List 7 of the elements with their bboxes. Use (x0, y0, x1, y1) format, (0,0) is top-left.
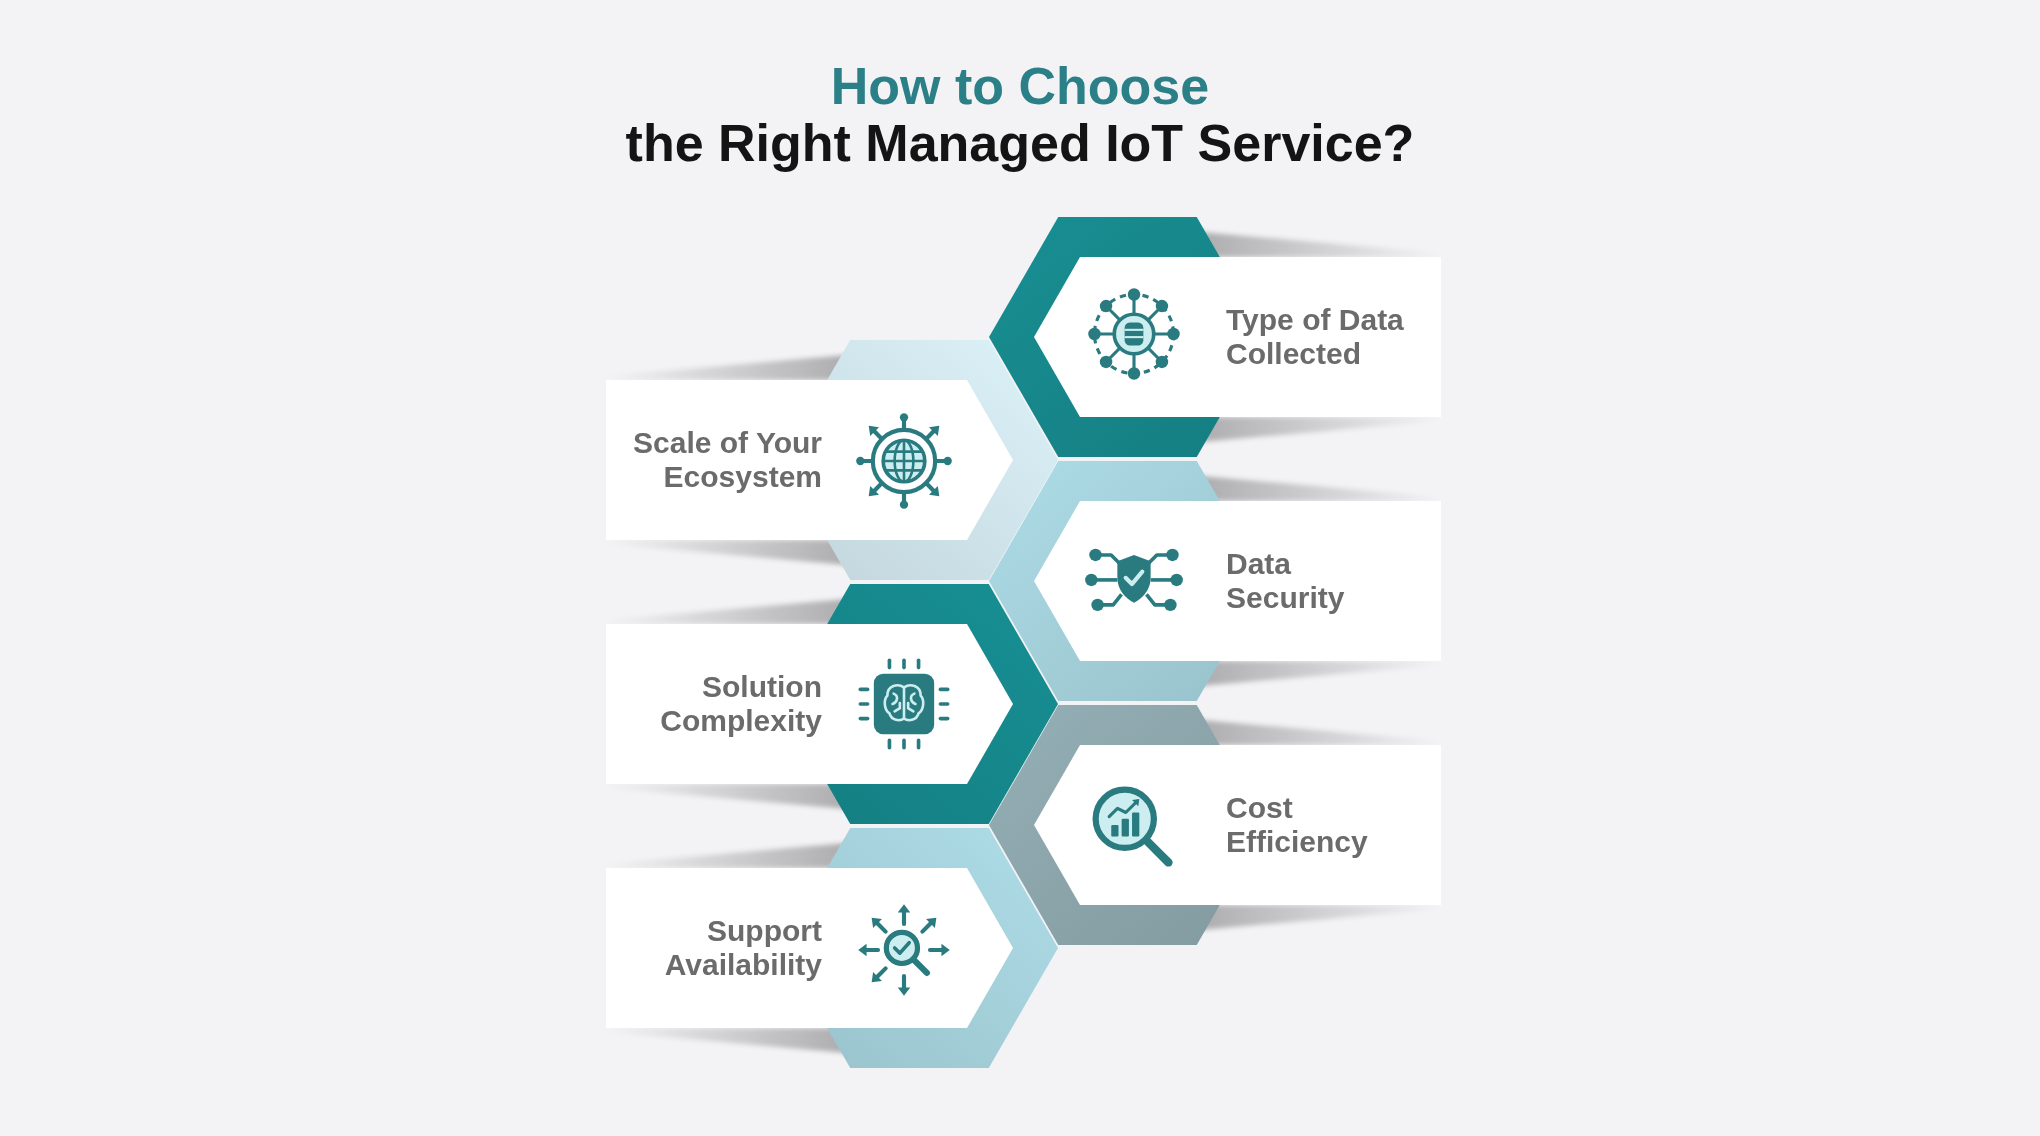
card-label: Scale of Your Ecosystem (632, 426, 822, 494)
card-label: Data Security (1226, 547, 1346, 615)
card-label: Support Availability (663, 914, 822, 982)
card-label: Solution Complexity (659, 670, 822, 738)
card-label: Type of Data Collected (1226, 303, 1405, 371)
card-label: Cost Efficiency (1226, 791, 1369, 859)
title: How to Choose the Right Managed IoT Service? (625, 58, 1415, 172)
